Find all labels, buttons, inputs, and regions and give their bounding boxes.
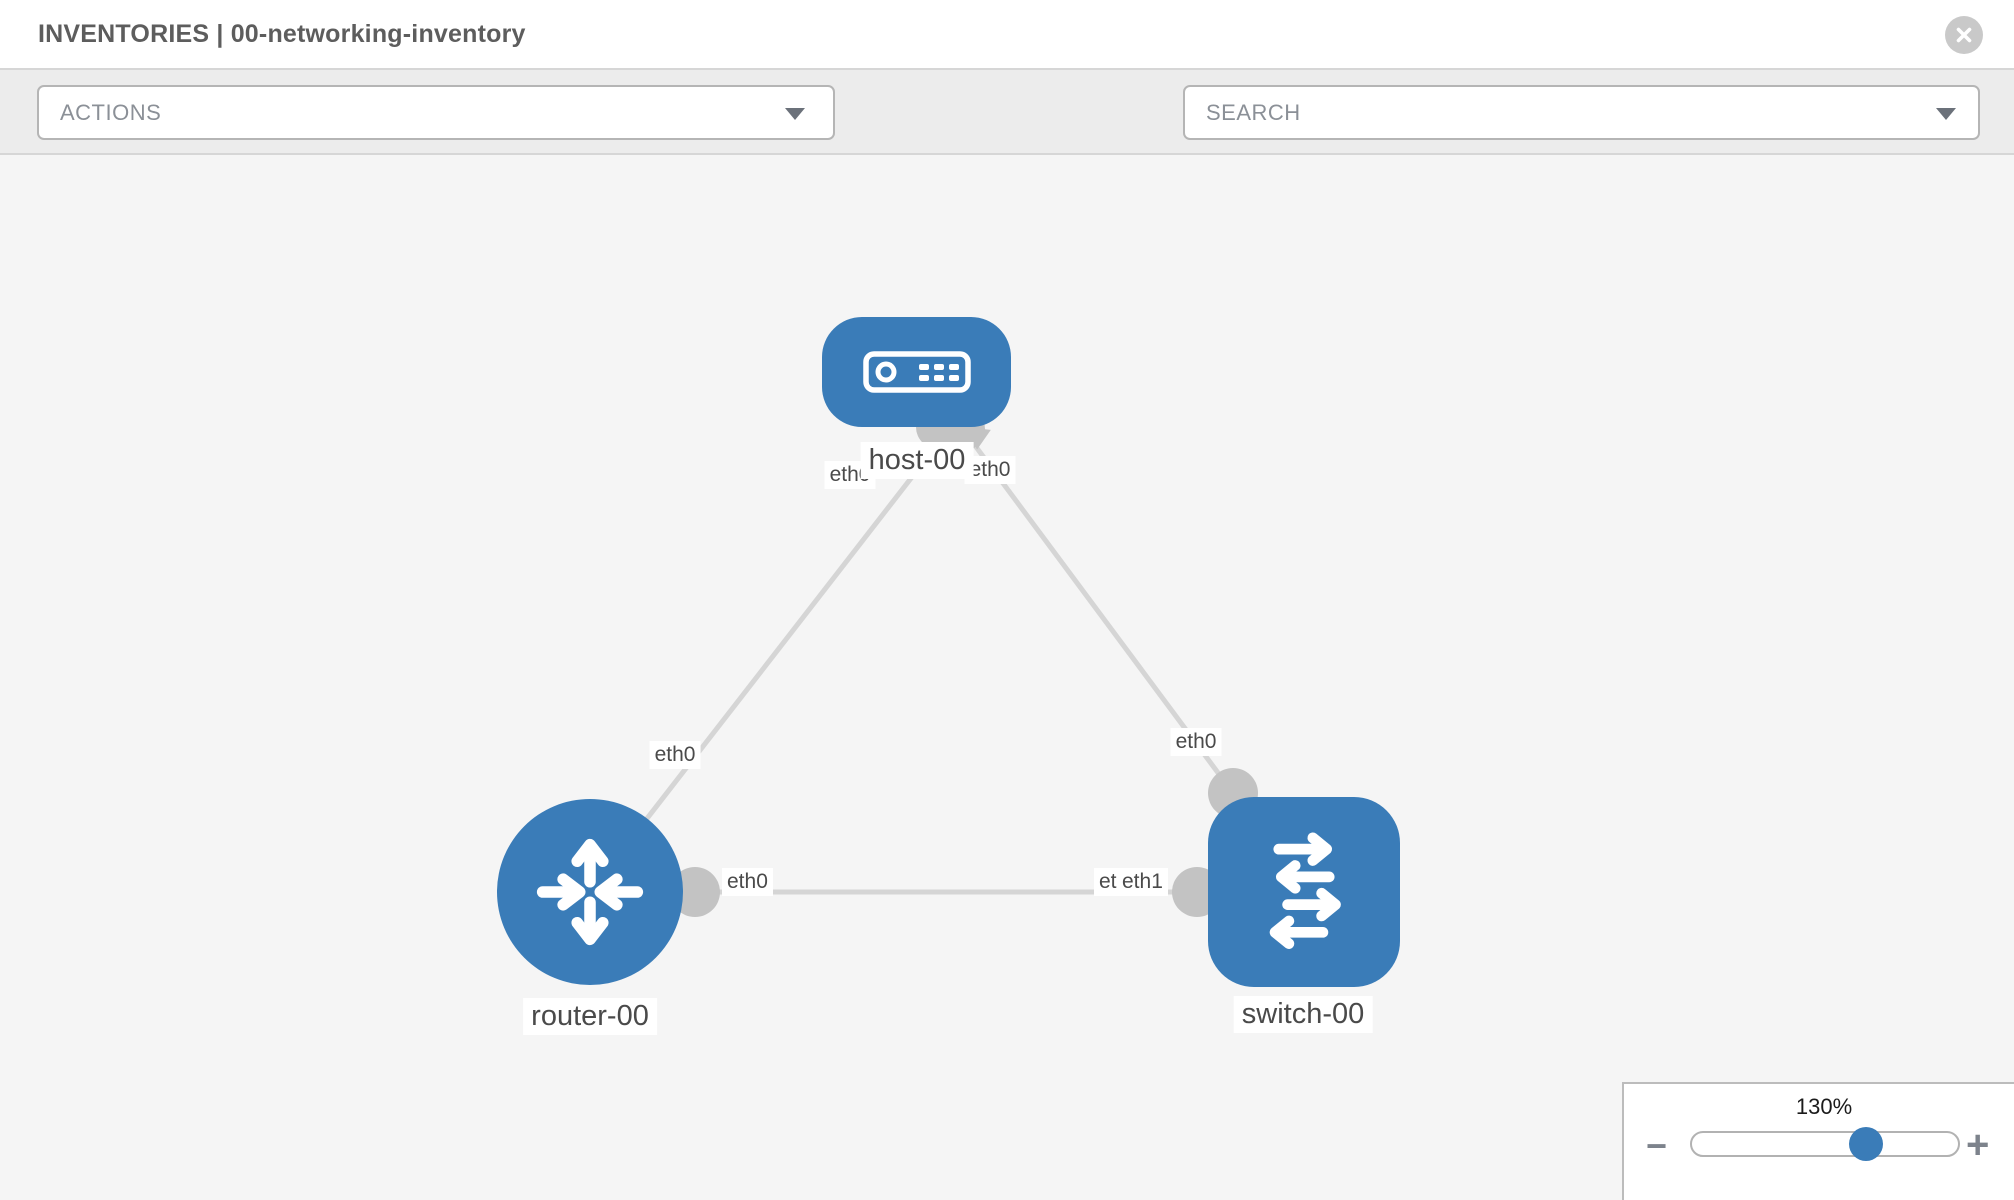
links-layer [588,426,1236,895]
close-button[interactable] [1945,16,1983,54]
actions-dropdown-label: ACTIONS [60,99,162,125]
close-icon [1956,27,1972,43]
link-label-eth1: eth1 [1117,868,1168,896]
zoom-slider-track[interactable] [1690,1127,1960,1161]
node-host-00[interactable] [822,317,1011,427]
link-label-host-eth0-left: eth0 [824,461,876,489]
link-label-router-side-eth0: eth0 [649,741,701,769]
chevron-down-icon [1936,108,1956,120]
zoom-level-value: 130% [1795,1094,1853,1119]
node-label-host-00: host-00 [860,442,974,479]
search-dropdown[interactable]: SEARCH [1183,85,1980,140]
zoom-panel: 130% − + [1622,1082,2014,1200]
link-label-switch-top-eth0: eth0 [1170,728,1222,756]
host-icon [862,351,971,393]
switch-icon [1269,832,1341,950]
node-label-router-00: router-00 [523,998,657,1035]
actions-dropdown[interactable]: ACTIONS [37,85,835,140]
topology-canvas[interactable]: eth0 eth0 eth0 eth0 eth0 eth1 eth1 host-… [0,155,2014,1200]
router-icon [536,838,644,946]
node-label-switch-00: switch-00 [1233,996,1373,1033]
node-router-00[interactable] [497,799,683,985]
link-label-horizontal-eth0: eth0 [722,868,773,896]
node-switch-00[interactable] [1208,797,1400,987]
page-title: INVENTORIES | 00-networking-inventory [38,20,526,48]
search-dropdown-label: SEARCH [1206,99,1301,125]
link-host-router [588,426,952,894]
toolbar: ACTIONS SEARCH [0,70,2014,201]
chevron-down-icon [785,108,805,120]
zoom-slider-knob[interactable] [1849,1127,1883,1161]
header: INVENTORIES | 00-networking-inventory [0,0,2014,70]
zoom-out-button[interactable]: − [1646,1125,1668,1166]
zoom-in-button[interactable]: + [1966,1123,1990,1167]
